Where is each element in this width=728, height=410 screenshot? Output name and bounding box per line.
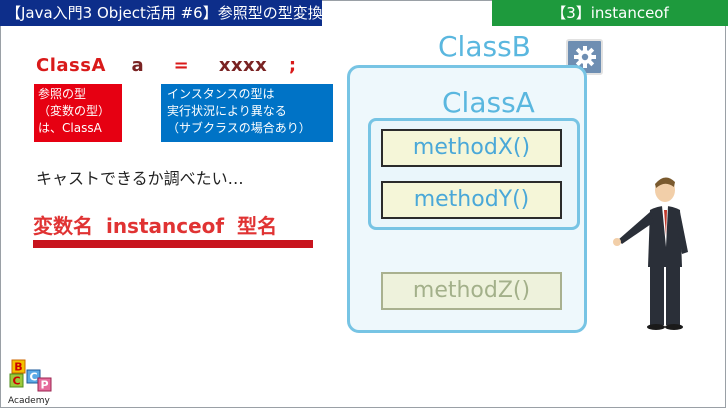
description-text: キャストできるか調べたい… [36, 169, 244, 188]
reference-type-note-line: （変数の型） [38, 104, 111, 118]
instance-type-note-line: 実行状況により異なる [167, 104, 287, 118]
instanceof-syntax: 変数名 instanceof 型名 [33, 214, 278, 238]
logo-letter-c2: C [29, 371, 37, 384]
code-declaration: ClassA a = xxxx ; [36, 55, 297, 76]
instance-type-note-line: インスタンスの型は [167, 87, 275, 101]
logo-letter-b: B [14, 361, 22, 374]
code-value: xxxx [218, 55, 268, 76]
bccp-logo: B C C P [9, 359, 52, 392]
slide-title: 【Java入門3 Object活用 #6】参照型の型変換 [0, 0, 322, 26]
code-var-name: a [131, 55, 145, 76]
outer-class-title: ClassB [438, 30, 531, 63]
reference-type-note-line: 参照の型 [38, 87, 87, 101]
method-z-box: methodZ() [381, 272, 562, 310]
gear-icon [573, 46, 596, 68]
code-equals: = [173, 55, 190, 76]
instance-type-note: インスタンスの型は 実行状況により異なる （サブクラスの場合あり） [161, 84, 333, 142]
syntax-underline [33, 240, 313, 248]
instance-type-note-line: （サブクラスの場合あり） [167, 121, 311, 135]
method-x-box: methodX() [381, 129, 562, 167]
code-type-name: ClassA [36, 55, 106, 76]
section-title: 【3】instanceof [492, 0, 728, 26]
logo-letter-p: P [40, 379, 48, 392]
method-y-box: methodY() [381, 181, 562, 219]
reference-type-note: 参照の型 （変数の型） は、ClassA [34, 84, 122, 142]
reference-type-note-line: は、ClassA [38, 121, 102, 135]
logo-academy-text: Academy [8, 396, 50, 406]
inner-class-title: ClassA [442, 86, 535, 119]
code-semicolon: ; [288, 55, 297, 76]
logo-letter-c1: C [12, 375, 20, 388]
presenter-illustration [613, 177, 688, 330]
